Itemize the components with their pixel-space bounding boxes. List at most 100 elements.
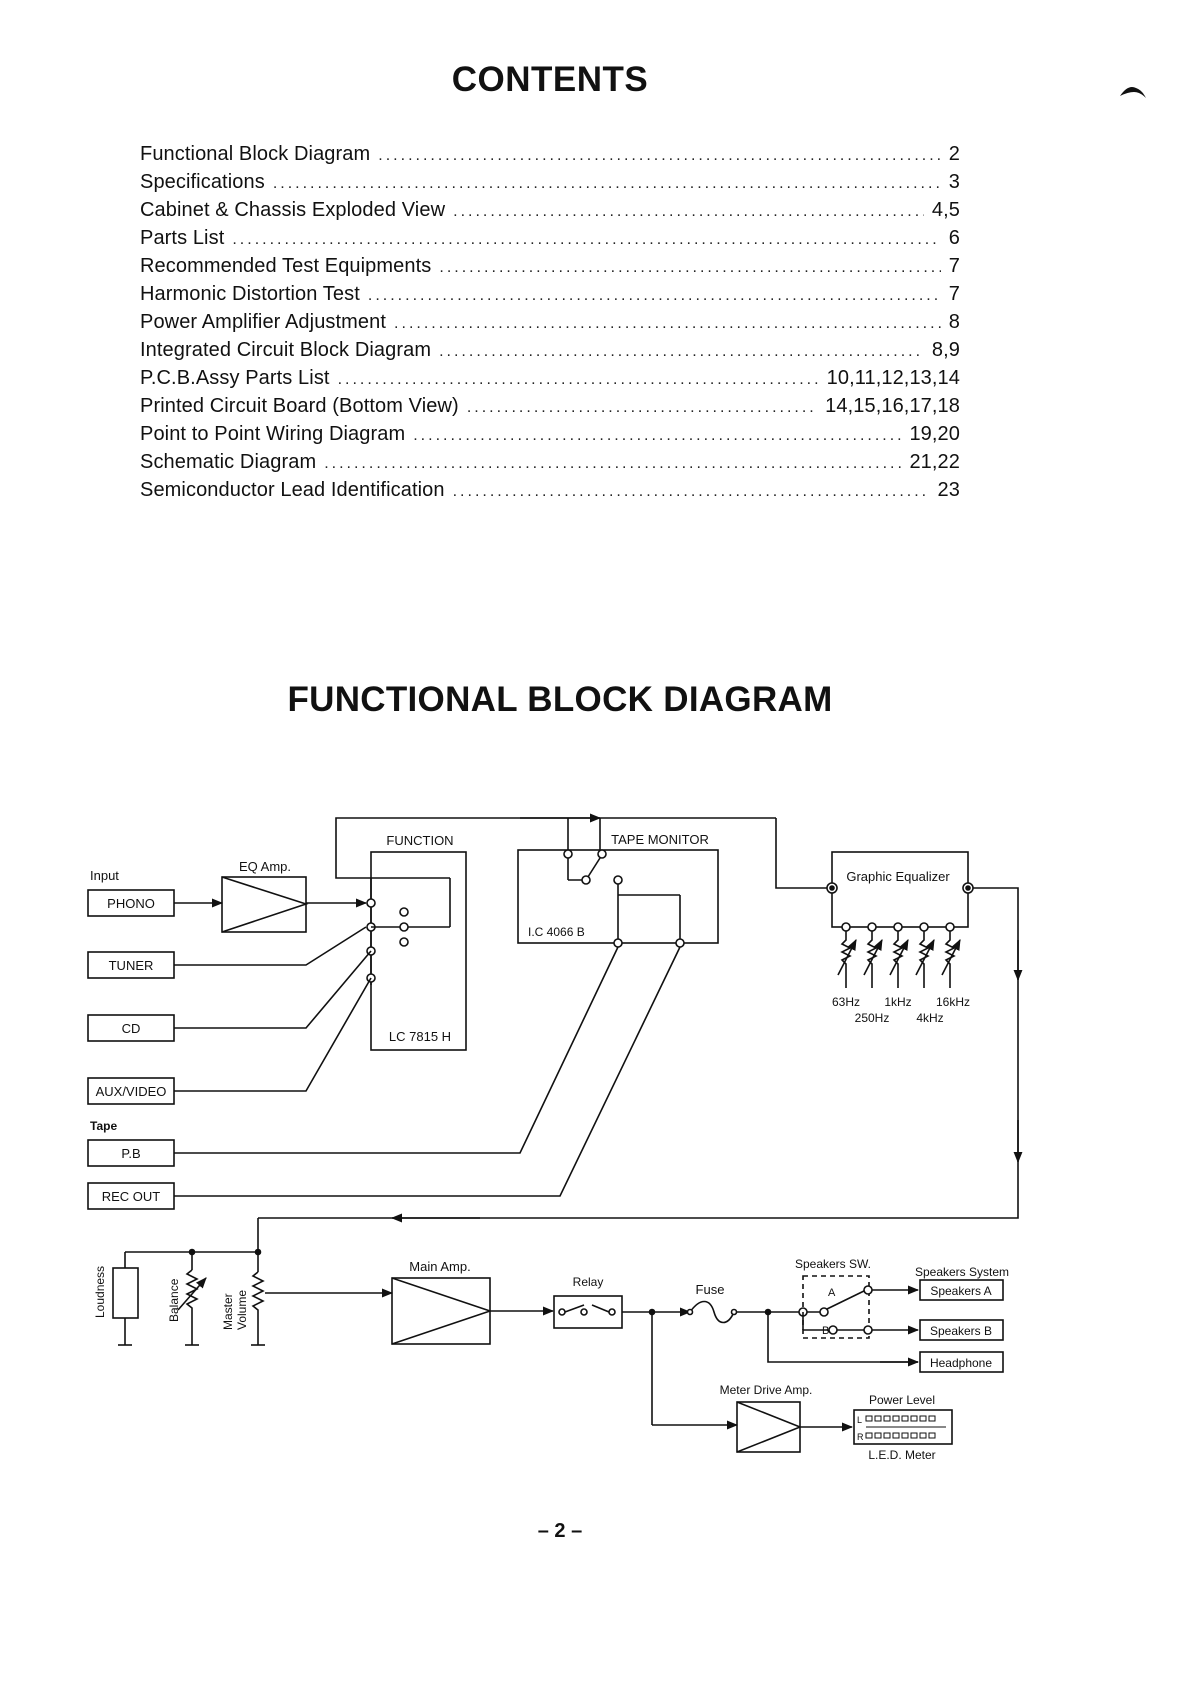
speakers-sw-label: Speakers SW.	[795, 1257, 871, 1271]
toc-entry-title: Integrated Circuit Block Diagram	[140, 339, 432, 361]
tuner-label: TUNER	[109, 958, 154, 973]
toc-entry-title: Parts List	[140, 227, 225, 249]
table-of-contents: Functional Block Diagram................…	[140, 143, 960, 507]
toc-entry[interactable]: Power Amplifier Adjustment..............…	[140, 311, 960, 339]
diagram-title: FUNCTIONAL BLOCK DIAGRAM	[287, 680, 833, 719]
relay-label: Relay	[573, 1275, 604, 1289]
toc-entry-title: Schematic Diagram	[140, 451, 317, 473]
speakers-a-box	[919, 1279, 1004, 1301]
toc-leader: ........................................…	[394, 315, 941, 332]
toc-leader: ........................................…	[439, 259, 940, 276]
toc-entry-title: Recommended Test Equipments	[140, 255, 432, 277]
toc-entry-title: Semiconductor Lead Identification	[140, 479, 445, 501]
toc-leader: ........................................…	[232, 231, 940, 248]
toc-leader: ........................................…	[413, 427, 902, 444]
power-level-label: Power Level	[869, 1393, 935, 1407]
meter-drive-box	[736, 1401, 801, 1453]
toc-entry[interactable]: Recommended Test Equipments.............…	[140, 255, 960, 283]
toc-entry-page: 10,11,12,13,14	[826, 367, 960, 389]
balance-label: Balance	[167, 1278, 181, 1322]
ic4066-label: I.C 4066 B	[528, 925, 585, 939]
toc-entry-title: Functional Block Diagram	[140, 143, 371, 165]
rec-out-label: REC OUT	[102, 1189, 161, 1204]
toc-entry-page: 23	[937, 479, 960, 501]
toc-entry-page: 21,22	[909, 451, 960, 473]
eq-1khz-label: 1kHz	[884, 995, 911, 1009]
volume-label: Volume	[235, 1290, 249, 1330]
input-label: Input	[90, 868, 119, 883]
toc-entry[interactable]: Harmonic Distortion Test................…	[140, 283, 960, 311]
meter-drive-label: Meter Drive Amp.	[720, 1383, 813, 1397]
printer-mark	[1120, 87, 1146, 98]
toc-entry-page: 6	[948, 227, 960, 249]
toc-entry-title: P.C.B.Assy Parts List	[140, 367, 330, 389]
main-amp-label: Main Amp.	[409, 1259, 470, 1274]
eq-250hz-label: 250Hz	[855, 1011, 890, 1025]
toc-entry[interactable]: Specifications..........................…	[140, 171, 960, 199]
graphic-eq-box	[831, 851, 969, 928]
toc-entry-page: 7	[948, 255, 960, 277]
toc-entry-title: Specifications	[140, 171, 265, 193]
led-l-label: L	[857, 1415, 862, 1425]
toc-leader: ........................................…	[367, 287, 941, 304]
toc-leader: ........................................…	[378, 147, 941, 164]
toc-entry-title: Point to Point Wiring Diagram	[140, 423, 406, 445]
contents-title: CONTENTS	[451, 60, 649, 99]
sw-a-label: A	[828, 1287, 836, 1299]
fuse-label: Fuse	[696, 1282, 725, 1297]
toc-entry-page: 2	[948, 143, 960, 165]
led-meter-label: L.E.D. Meter	[868, 1448, 935, 1462]
toc-entry[interactable]: Cabinet & Chassis Exploded View.........…	[140, 199, 960, 227]
toc-entry[interactable]: P.C.B.Assy Parts List...................…	[140, 367, 960, 395]
eq-amp-label: EQ Amp.	[239, 859, 291, 874]
toc-entry[interactable]: Point to Point Wiring Diagram...........…	[140, 423, 960, 451]
cd-label: CD	[122, 1021, 141, 1036]
eq-sliders	[837, 922, 961, 988]
toc-entry-page: 14,15,16,17,18	[825, 395, 960, 417]
tape-label: Tape	[90, 1119, 117, 1133]
toc-leader: ........................................…	[272, 175, 941, 192]
toc-entry-page: 8	[948, 311, 960, 333]
speakers-sw-box	[802, 1275, 870, 1339]
eq-amp-box	[221, 876, 307, 933]
led-segments	[865, 1415, 936, 1439]
eq-16khz-label: 16kHz	[936, 995, 970, 1009]
speakers-b-box	[919, 1319, 1004, 1341]
function-label: FUNCTION	[386, 833, 453, 848]
toc-entry-title: Cabinet & Chassis Exploded View	[140, 199, 446, 221]
graphic-eq-label: Graphic Equalizer	[846, 869, 950, 884]
fuse-symbol	[689, 1300, 735, 1324]
toc-entry-title: Printed Circuit Board (Bottom View)	[140, 395, 459, 417]
page-number: – 2 –	[537, 1520, 583, 1542]
speakers-a-label: Speakers A	[930, 1284, 991, 1298]
eq-4khz-label: 4kHz	[916, 1011, 943, 1025]
toc-leader: ........................................…	[337, 371, 819, 388]
toc-entry[interactable]: Semiconductor Lead Identification.......…	[140, 479, 960, 507]
toc-entry[interactable]: Schematic Diagram.......................…	[140, 451, 960, 479]
master-label: Master	[221, 1293, 235, 1330]
toc-entry-title: Harmonic Distortion Test	[140, 283, 360, 305]
sw-b-label: B	[822, 1325, 829, 1337]
toc-leader: ........................................…	[453, 203, 924, 220]
functional-block-diagram: Input PHONO TUNER CD AUX/VIDEO Tape P.B …	[87, 813, 1023, 1462]
toc-entry[interactable]: Parts List..............................…	[140, 227, 960, 255]
toc-leader: ........................................…	[466, 399, 817, 416]
led-r-label: R	[857, 1432, 864, 1442]
toc-leader: ........................................…	[324, 455, 901, 472]
phono-label: PHONO	[107, 896, 155, 911]
toc-entry[interactable]: Integrated Circuit Block Diagram........…	[140, 339, 960, 367]
toc-entry[interactable]: Printed Circuit Board (Bottom View).....…	[140, 395, 960, 423]
toc-entry-title: Power Amplifier Adjustment	[140, 311, 387, 333]
toc-entry[interactable]: Functional Block Diagram................…	[140, 143, 960, 171]
led-meter-box	[853, 1409, 953, 1445]
headphone-box	[919, 1351, 1004, 1373]
speakers-system-label: Speakers System	[915, 1265, 1009, 1279]
tape-monitor-label: TAPE MONITOR	[611, 832, 709, 847]
main-amp-box	[391, 1277, 491, 1345]
aux-video-label: AUX/VIDEO	[96, 1084, 167, 1099]
toc-leader: ........................................…	[439, 343, 924, 360]
eq-63hz-label: 63Hz	[832, 995, 860, 1009]
pb-label: P.B	[121, 1146, 140, 1161]
toc-entry-page: 4,5	[931, 199, 960, 221]
loudness-label: Loudness	[93, 1266, 107, 1318]
